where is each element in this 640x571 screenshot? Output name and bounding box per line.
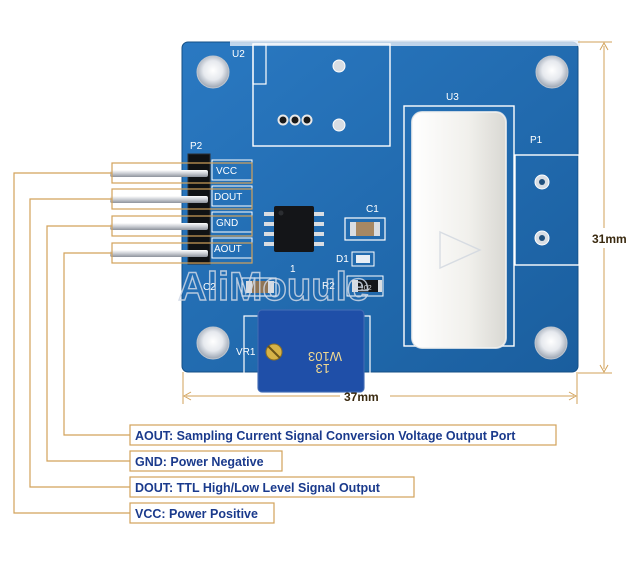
pin-aout	[110, 250, 208, 257]
label-r1: 1	[290, 264, 296, 275]
svg-text:DOUT: TTL High/Low Level Signa: DOUT: TTL High/Low Level Signal Output	[135, 481, 381, 495]
pin-dout	[110, 196, 208, 203]
label-p2: P2	[190, 141, 203, 152]
pot-marking-line2: 13	[316, 361, 330, 376]
mount-hole-top-right	[535, 55, 569, 89]
legend-item-vcc: VCC: Power Positive	[129, 502, 275, 524]
height-label: 31mm	[592, 232, 627, 246]
pin-label-aout: AOUT	[214, 244, 242, 255]
svg-text:GND: Power Negative: GND: Power Negative	[135, 455, 264, 469]
capacitor-c2	[241, 277, 277, 297]
label-u3: U3	[446, 92, 459, 103]
legend-key-vcc: VCC:	[135, 507, 166, 521]
label-u2: U2	[232, 49, 245, 60]
leader-lines	[13, 172, 130, 514]
label-d1: D1	[336, 254, 349, 265]
led-d1	[351, 251, 375, 267]
label-c1: C1	[366, 204, 379, 215]
header-pins	[110, 170, 208, 257]
pin-vcc	[110, 170, 208, 177]
watermark: AliMouule	[178, 265, 369, 309]
legend-text-dout: TTL High/Low Level Signal Output	[173, 481, 381, 495]
legend-item-dout: DOUT: TTL High/Low Level Signal Output	[129, 476, 415, 498]
label-p1: P1	[530, 135, 543, 146]
svg-text:AOUT: Sampling Current Signal: AOUT: Sampling Current Signal Conversion…	[135, 429, 516, 443]
pin-label-gnd: GND	[216, 218, 238, 229]
legend-key-dout: DOUT:	[135, 481, 173, 495]
pin-gnd	[110, 223, 208, 230]
mount-hole-bottom-left	[196, 326, 230, 360]
mount-hole-bottom-right	[534, 326, 568, 360]
label-r-chip: 102	[360, 285, 372, 292]
resistor-r2	[346, 275, 384, 297]
u2-footprint	[252, 43, 391, 147]
pin-label-dout: DOUT	[214, 192, 242, 203]
current-sensor-body	[411, 111, 507, 349]
height-dimension	[578, 41, 612, 374]
svg-text:VCC: Power Positive: VCC: Power Positive	[135, 507, 258, 521]
label-c2: C2	[203, 282, 216, 293]
legend-text-aout: Sampling Current Signal Conversion Volta…	[173, 429, 516, 443]
pin-label-vcc: VCC	[216, 166, 237, 177]
legend-item-aout: AOUT: Sampling Current Signal Conversion…	[129, 424, 557, 446]
legend-text-vcc: Power Positive	[166, 507, 258, 521]
pot-marking-line1: W103	[308, 349, 342, 364]
legend-key-aout: AOUT:	[135, 429, 173, 443]
legend-item-gnd: GND: Power Negative	[129, 450, 283, 472]
legend: AOUT: Sampling Current Signal Conversion…	[129, 424, 557, 524]
mount-hole-top-left	[196, 55, 230, 89]
legend-text-gnd: Power Negative	[167, 455, 264, 469]
label-vr1: VR1	[236, 347, 256, 358]
op-amp-chip	[264, 206, 324, 252]
capacitor-c1	[344, 217, 386, 241]
label-r2: R2	[322, 281, 335, 292]
width-dimension	[182, 372, 578, 404]
legend-key-gnd: GND:	[135, 455, 167, 469]
width-label: 37mm	[344, 390, 379, 404]
p1-terminal	[514, 154, 580, 266]
potentiometer	[257, 309, 365, 393]
mounting-holes	[196, 55, 569, 360]
